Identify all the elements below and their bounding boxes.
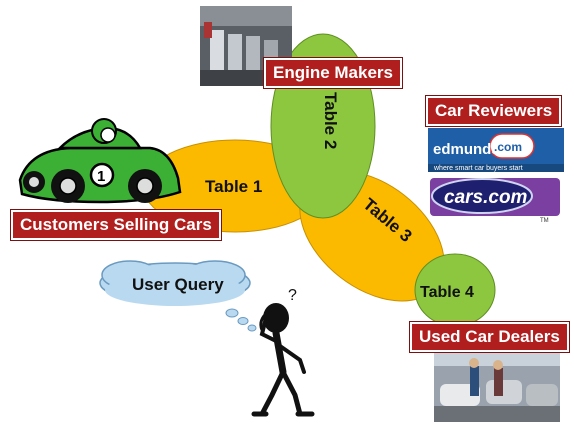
table1-label: Table 1: [205, 177, 262, 196]
engine-makers-label: Engine Makers: [264, 58, 402, 88]
used-car-dealers-label: Used Car Dealers: [410, 322, 569, 352]
race-car-clipart: [18, 118, 182, 204]
used-car-lot-photo: [434, 352, 560, 422]
car-reviewers-label: Car Reviewers: [426, 96, 562, 126]
table2-label: Table 2: [321, 92, 340, 149]
cars-com-logo: [430, 178, 560, 216]
cars-com-wordmark: cars.com: [444, 187, 528, 208]
customers-selling-cars-label: Customers Selling Cars: [11, 210, 221, 240]
car-number: 1: [97, 168, 105, 185]
edmunds-tagline: where smart car buyers start: [433, 165, 523, 172]
edmunds-wordmark: edmunds: [433, 141, 500, 158]
confused-person-clipart: [251, 303, 315, 417]
table4-label: Table 4: [420, 284, 474, 301]
thought-cloud: [99, 260, 257, 332]
edmunds-suffix: .com: [494, 140, 522, 154]
cars-com-tm: TM: [540, 218, 549, 224]
question-mark: ?: [288, 287, 297, 304]
edmunds-logo: [428, 128, 564, 172]
user-query-text: User Query: [132, 275, 224, 294]
